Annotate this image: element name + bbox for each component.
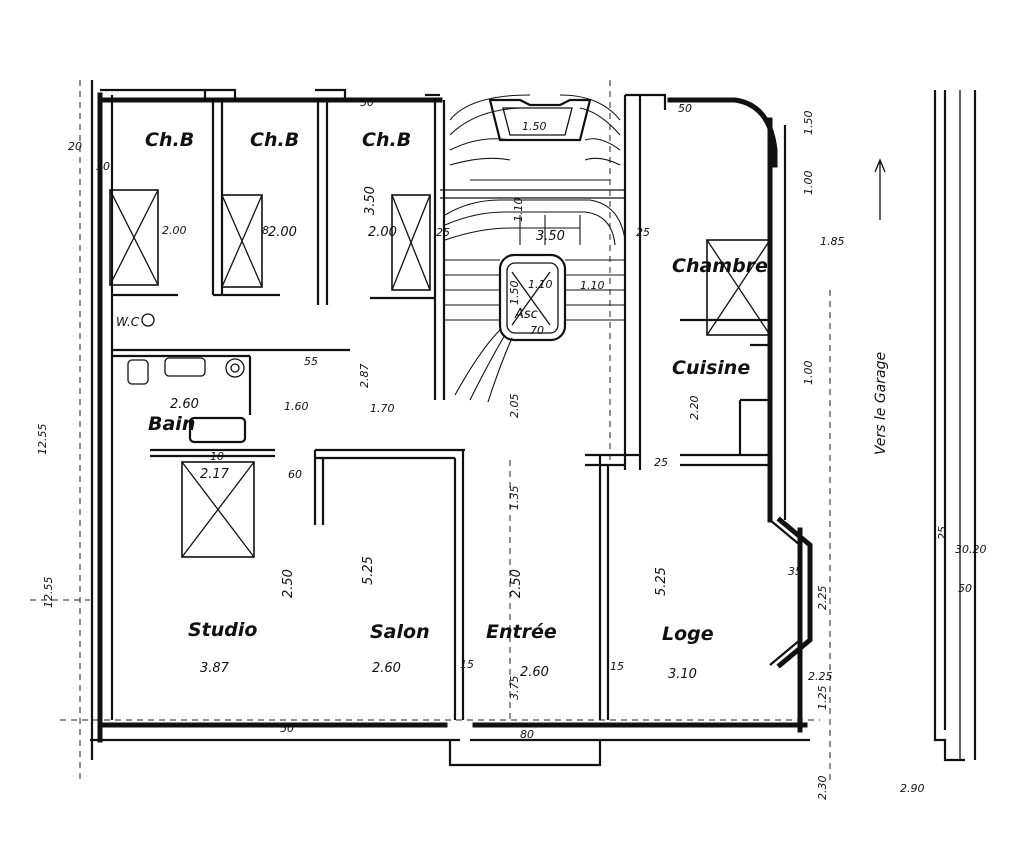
dim-stair-width: 3.50 xyxy=(536,229,565,244)
room-wc-label: W.C xyxy=(116,315,140,329)
dim-loge-depth: 5.25 xyxy=(654,567,669,596)
dim-8: 8 xyxy=(262,224,269,237)
bed-chb2 xyxy=(221,194,263,288)
dim-bottom-80: 80 xyxy=(520,728,534,741)
dim-cuisine-100: 1.00 xyxy=(802,361,815,386)
interior-walls xyxy=(112,100,813,720)
dim-50: 50 xyxy=(280,722,294,735)
dim-entree-depth: 2.50 xyxy=(509,569,524,598)
garage-strip xyxy=(829,90,977,780)
dim-right-225: 2.25 xyxy=(808,670,833,683)
dim-55: 55 xyxy=(304,355,318,368)
staircase xyxy=(440,94,626,403)
dim-hall-170: 1.70 xyxy=(370,402,395,415)
dim-entree-135: 1.35 xyxy=(508,486,521,511)
dim-30: 30 xyxy=(96,160,110,173)
dim-entree-width: 2.60 xyxy=(520,665,549,680)
entrance-steps xyxy=(448,740,602,767)
dim-bottom-290: 2.90 xyxy=(900,782,925,795)
dim-studio-width: 3.87 xyxy=(200,661,230,676)
dim-bain-width: 2.60 xyxy=(170,397,199,412)
dim-chambre-185: 1.85 xyxy=(820,235,845,248)
dim-loge-width: 3.10 xyxy=(668,667,697,682)
dim-asc-150: 1.50 xyxy=(508,281,521,306)
dim-chambre-100: 1.00 xyxy=(802,171,815,196)
dim-studio-bed: 2.17 xyxy=(200,467,230,482)
dim-chb1-bed: 2.00 xyxy=(162,224,187,237)
dim-chb3-depth: 3.50 xyxy=(363,186,378,215)
dim-right-strip-50: 50 xyxy=(958,582,972,595)
dim-60: 60 xyxy=(288,468,302,481)
dim-landing-150: 1.50 xyxy=(522,120,547,133)
left-note-1: 12.55 xyxy=(36,424,49,456)
asc-label: Asc xyxy=(514,307,538,322)
dim-50b: 50 xyxy=(360,96,374,109)
dim-15b: 15 xyxy=(610,660,624,673)
bath-fixtures xyxy=(127,313,247,444)
dim-right-strip-25: 25 xyxy=(936,526,949,540)
upper-shaft xyxy=(488,98,592,142)
dim-entree-375: 3.75 xyxy=(508,676,521,701)
dim-hall-205: 2.05 xyxy=(508,394,521,419)
bed-chb3 xyxy=(391,194,431,291)
dim-bottom-230: 2.30 xyxy=(816,776,829,801)
dim-cuisine-220: 2.20 xyxy=(688,396,701,421)
left-note-2: 12.55 xyxy=(42,577,55,609)
room-chambre-label: Chambre xyxy=(672,255,768,277)
dim-stair-110b: 1.10 xyxy=(512,198,525,223)
construction-lines xyxy=(30,80,820,780)
elevator-shaft xyxy=(498,253,567,342)
dim-studio-depth: 2.50 xyxy=(281,569,296,598)
room-chb1-label: Ch.B xyxy=(145,129,194,151)
room-chb3-label: Ch.B xyxy=(362,129,411,151)
dim-20: 20 xyxy=(68,140,82,153)
room-chb2-label: Ch.B xyxy=(250,129,299,151)
dim-10: 10 xyxy=(210,450,224,463)
bed-chb1 xyxy=(109,189,159,286)
outer-walls xyxy=(90,80,810,760)
room-salon-label: Salon xyxy=(370,621,430,643)
dim-hall-287: 2.87 xyxy=(358,364,371,389)
bed-chambre xyxy=(706,239,771,336)
dim-bain-door: 1.60 xyxy=(284,400,309,413)
dim-chambre-150: 1.50 xyxy=(802,111,815,136)
dim-chb2-bed: 2.00 xyxy=(268,225,297,240)
room-cuisine-label: Cuisine xyxy=(672,357,750,379)
room-studio-label: Studio xyxy=(188,619,257,641)
room-loge-label: Loge xyxy=(662,623,714,645)
dim-right-strip-30: 30.20 xyxy=(955,543,987,556)
room-bain-label: Bain xyxy=(148,413,195,435)
dim-25b: 25 xyxy=(636,226,650,239)
dim-stair-110: 1.10 xyxy=(580,279,605,292)
dim-right-225b: 2.25 xyxy=(816,586,829,611)
dim-chb3-bed: 2.00 xyxy=(368,225,397,240)
dim-asc-110: 1.10 xyxy=(528,278,553,291)
dim-salon-depth: 5.25 xyxy=(361,556,376,585)
dim-25c: 25 xyxy=(654,456,668,469)
dim-25: 25 xyxy=(436,226,450,239)
room-entree-label: Entrée xyxy=(486,621,557,643)
dim-asc-70: 70 xyxy=(530,324,544,337)
dim-right-35: 35 xyxy=(788,565,802,578)
dim-50c: 50 xyxy=(678,102,692,115)
dim-salon-width: 2.60 xyxy=(372,661,401,676)
dim-right-125: 1.25 xyxy=(816,686,829,711)
bed-studio xyxy=(181,461,255,558)
vers-garage-note: Vers le Garage xyxy=(873,352,889,455)
dim-15: 15 xyxy=(460,658,474,671)
